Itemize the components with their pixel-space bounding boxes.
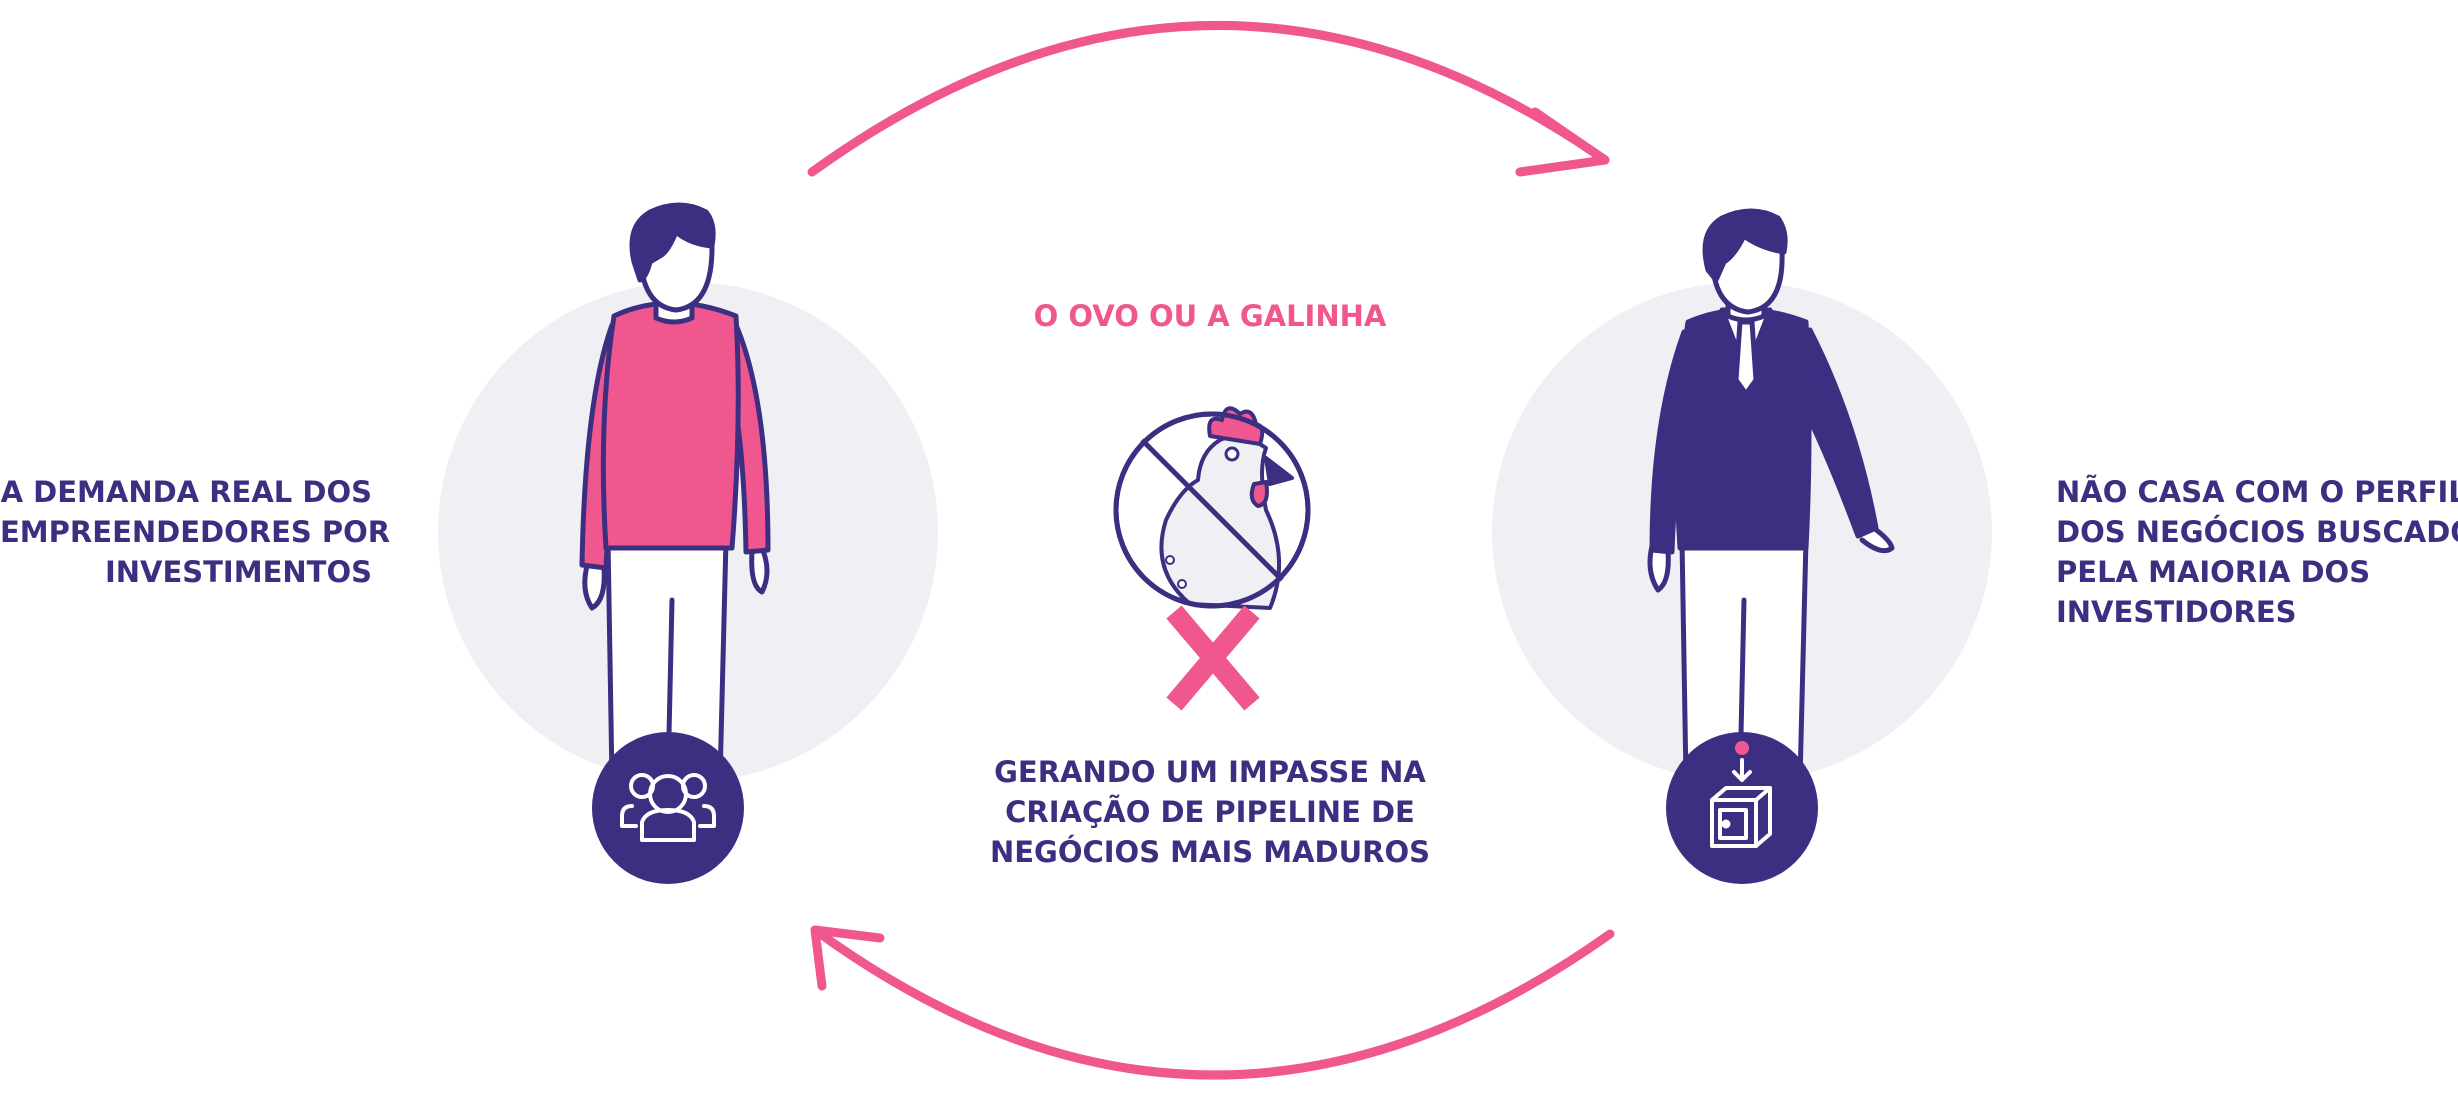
investor-figure — [1647, 208, 1895, 783]
center-caption-line: CRIAÇÃO DE PIPELINE DE — [1005, 795, 1415, 829]
no-chicken-icon — [1113, 406, 1311, 610]
x-mark-icon — [1166, 605, 1260, 711]
center-title: O OVO OU A GALINHA — [950, 296, 1470, 336]
people-group-icon — [592, 732, 744, 884]
top-cycle-arrow — [807, 20, 1610, 177]
bottom-cycle-arrow — [810, 925, 1615, 1080]
safe-box-icon — [1666, 732, 1818, 884]
center-caption-line: NEGÓCIOS MAIS MADUROS — [989, 835, 1431, 869]
right-label-line: DOS NEGÓCIOS BUSCADO — [2056, 515, 2458, 549]
center-caption-line: GERANDO UM IMPASSE NA — [994, 755, 1426, 789]
left-label-line: A DEMANDA REAL DOS — [0, 475, 372, 509]
left-label: A DEMANDA REAL DOS EMPREENDEDORES POR IN… — [0, 472, 391, 592]
right-label-line: PELA MAIORIA DOS — [2056, 555, 2371, 589]
right-label: NÃO CASA COM O PERFIL DOS NEGÓCIOS BUSCA… — [2056, 472, 2458, 632]
left-label-line: INVESTIMENTOS — [104, 555, 372, 589]
center-caption: GERANDO UM IMPASSE NA CRIAÇÃO DE PIPELIN… — [950, 752, 1470, 872]
entrepreneur-figure — [579, 202, 771, 783]
right-label-line: INVESTIDORES — [2056, 595, 2297, 629]
right-label-line: NÃO CASA COM O PERFIL — [2056, 475, 2458, 509]
center-title-text: O OVO OU A GALINHA — [1033, 299, 1387, 333]
left-label-line: EMPREENDEDORES POR — [0, 515, 391, 549]
